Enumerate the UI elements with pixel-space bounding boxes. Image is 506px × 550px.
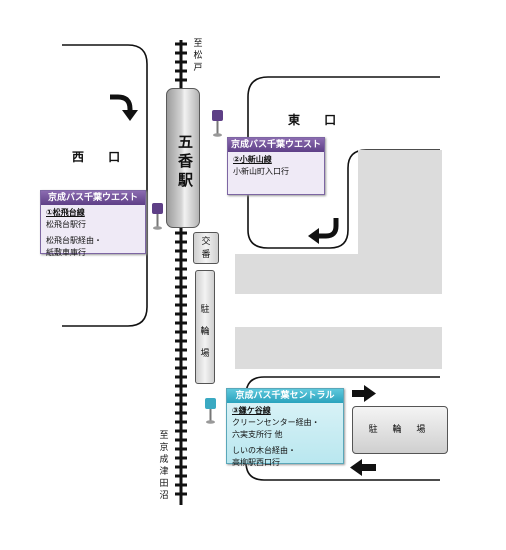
building-block-east-wide xyxy=(235,254,442,294)
bus-destination: 小新山町入口行 xyxy=(233,167,289,176)
bus-destination: しいの木台経由・ xyxy=(232,446,296,455)
direction-south-label: 至京成津田沼 xyxy=(159,431,169,501)
bus-destination: 松飛台駅行 xyxy=(46,220,86,229)
bus-stop-pole-icon xyxy=(212,110,223,137)
bus-stop-pole-icon xyxy=(205,398,216,424)
bus-destination: 松飛台駅経由・ xyxy=(46,236,102,245)
west-road-outline xyxy=(62,44,148,327)
bike-parking-east-box: 駐 輪 場 xyxy=(352,406,448,454)
west-exit-label: 西 口 xyxy=(72,150,131,164)
bus-company-label: 京成バス千葉ウエスト xyxy=(228,138,324,152)
bus-stop-info-1: 京成バス千葉ウエスト ①松飛台線 松飛台駅行 松飛台駅経由・ 紙敷車庫行 xyxy=(40,190,146,257)
bus-company-label: 京成バス千葉ウエスト xyxy=(41,191,145,205)
bike-parking-west-box: 駐輪場 xyxy=(195,270,215,384)
east-curve-arrow-head xyxy=(308,228,319,244)
bike-parking-west-label: 駐輪場 xyxy=(200,305,210,359)
building-block-east-lower xyxy=(235,327,442,369)
koban-box: 交番 xyxy=(193,232,219,264)
bus-stop-pole-icon xyxy=(152,203,163,230)
left-arrow-icon xyxy=(350,459,376,476)
bus-stop-info-2: 京成バス千葉ウエスト ②小新山線 小新山町入口行 xyxy=(227,137,325,195)
bus-destination: 六実支所行 他 xyxy=(232,430,283,439)
bus-line-label: ③鎌ケ谷線 xyxy=(232,406,271,415)
east-exit-label: 東 口 xyxy=(288,113,347,127)
koban-label: 交番 xyxy=(201,237,211,260)
station-building: 五香駅 xyxy=(166,88,200,228)
west-curve-arrow-head xyxy=(122,110,138,121)
bus-line-label: ①松飛台線 xyxy=(46,208,85,217)
east-road-upper-outline xyxy=(247,76,440,249)
bus-destination: クリーンセンター経由・ xyxy=(232,418,320,427)
bus-destination: 高柳駅西口行 xyxy=(232,458,280,467)
bus-line-label: ②小新山線 xyxy=(233,155,272,164)
station-name: 五香駅 xyxy=(178,133,194,189)
bus-company-label: 京成バス千葉セントラル xyxy=(227,389,343,403)
right-arrow-icon xyxy=(352,385,376,402)
bus-stop-info-3: 京成バス千葉セントラル ③鎌ケ谷線 クリーンセンター経由・ 六実支所行 他 しい… xyxy=(226,388,344,467)
bike-parking-east-label: 駐 輪 場 xyxy=(368,425,432,435)
direction-north-label: 至松戸 xyxy=(193,39,203,73)
bus-destination: 紙敷車庫行 xyxy=(46,248,86,257)
east-curve-arrow-icon xyxy=(318,218,339,239)
railway-ties xyxy=(175,42,187,496)
west-curve-arrow-icon xyxy=(110,94,133,112)
